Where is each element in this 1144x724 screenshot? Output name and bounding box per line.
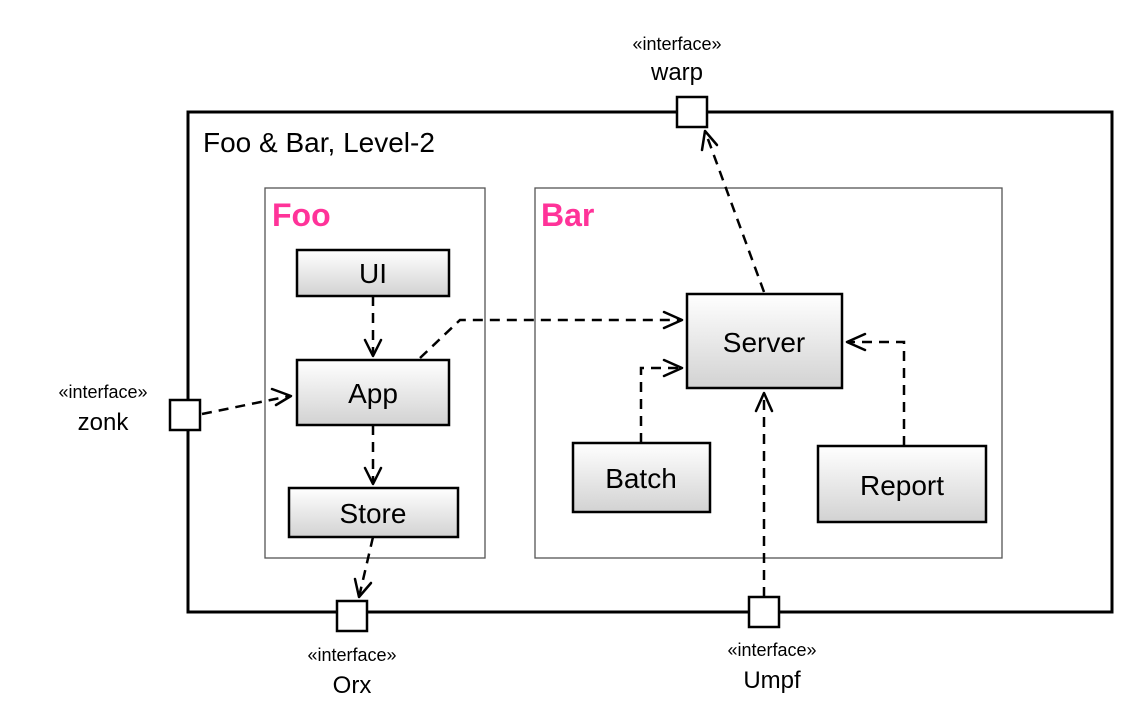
- port-orx-name: Orx: [333, 672, 372, 699]
- dependency-store-to-orx: [353, 536, 375, 599]
- dependency-batch-to-server: [639, 358, 684, 443]
- dependency-report-to-server: [845, 332, 906, 446]
- port-warp[interactable]: «interface» warp: [632, 34, 722, 129]
- container-title: Foo & Bar, Level-2: [203, 127, 435, 158]
- package-bar-title: Bar: [541, 197, 594, 233]
- component-batch-label: Batch: [605, 463, 677, 494]
- dependency-umpf-to-server: [754, 391, 774, 597]
- dependency-zonk-to-app: [201, 387, 293, 416]
- dependency-app-to-server: [419, 310, 684, 359]
- port-warp-stereotype: «interface»: [632, 34, 721, 54]
- port-zonk[interactable]: «interface» zonk: [58, 382, 202, 436]
- port-orx-stereotype: «interface»: [307, 645, 396, 665]
- package-foo-title: Foo: [272, 197, 331, 233]
- component-ui-label: UI: [359, 258, 387, 289]
- dependency-app-to-store: [363, 425, 383, 486]
- dependency-server-to-warp: [700, 129, 766, 293]
- component-batch[interactable]: Batch: [571, 441, 712, 514]
- component-app-label: App: [348, 378, 398, 409]
- component-report-label: Report: [860, 470, 944, 501]
- port-umpf[interactable]: «interface» Umpf: [727, 595, 817, 694]
- dependency-ui-to-app: [363, 296, 383, 358]
- port-orx[interactable]: «interface» Orx: [307, 599, 397, 699]
- component-server[interactable]: Server: [685, 292, 844, 390]
- port-zonk-name: zonk: [78, 409, 130, 436]
- port-warp-name: warp: [650, 59, 703, 86]
- port-umpf-name: Umpf: [743, 667, 801, 694]
- component-server-label: Server: [723, 327, 805, 358]
- component-report[interactable]: Report: [816, 444, 988, 524]
- component-store[interactable]: Store: [287, 486, 460, 539]
- package-bar: Bar: [534, 187, 1003, 559]
- port-umpf-stereotype: «interface»: [727, 640, 816, 660]
- component-app[interactable]: App: [295, 358, 451, 427]
- component-ui[interactable]: UI: [295, 248, 451, 298]
- component-store-label: Store: [340, 498, 407, 529]
- package-foo: Foo: [264, 187, 486, 559]
- port-zonk-stereotype: «interface»: [58, 382, 147, 402]
